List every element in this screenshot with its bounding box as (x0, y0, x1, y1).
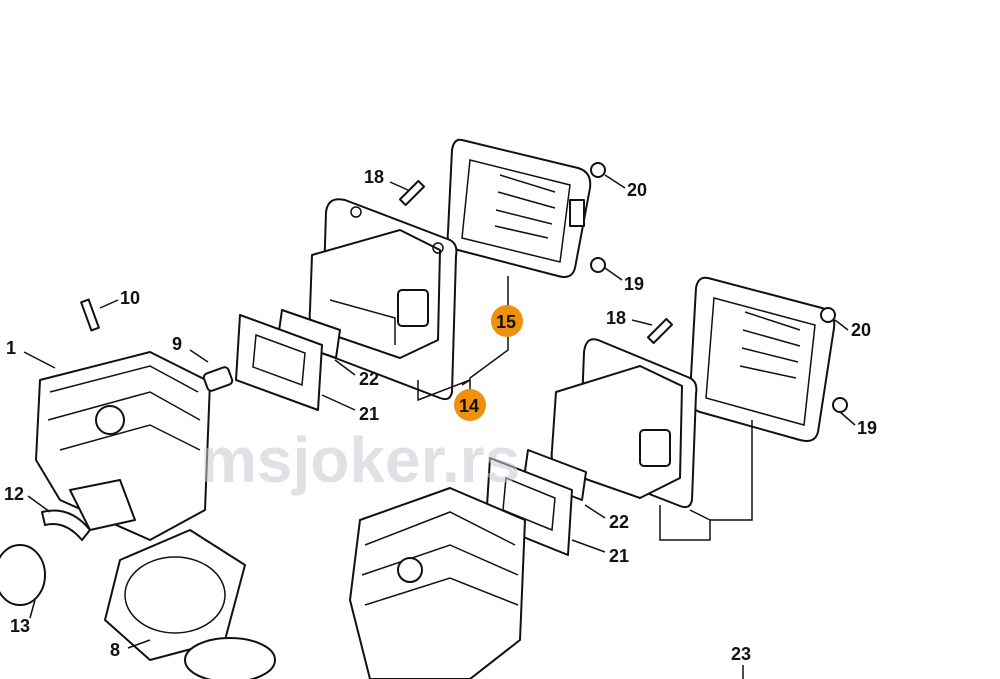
gasket-21-upper (235, 314, 323, 411)
screw-19-upper (590, 257, 606, 273)
screw-19-lower (832, 397, 848, 413)
screw-20-upper (590, 162, 606, 178)
clamp-12 (41, 509, 91, 541)
callout-15[interactable]: 15 (496, 312, 516, 332)
callout-22[interactable]: 22 (359, 369, 379, 389)
callout-21[interactable]: 21 (359, 404, 379, 424)
gasket-22-lower (523, 449, 587, 501)
callout-badge-14[interactable] (454, 389, 486, 421)
intake-flange-13 (0, 544, 46, 606)
piston-ring (184, 637, 276, 679)
callout-19[interactable]: 19 (624, 274, 644, 294)
cylinder-lower (349, 487, 526, 679)
leader-lines (23, 174, 856, 679)
screw-10 (80, 298, 100, 332)
callout-20[interactable]: 20 (627, 180, 647, 200)
callout-23[interactable]: 23 (731, 644, 751, 664)
callout-10[interactable]: 10 (120, 288, 140, 308)
watermark: msjoker.rs (200, 424, 520, 496)
callout-20[interactable]: 20 (851, 320, 871, 340)
muffler-body-upper (308, 198, 458, 401)
muffler-cover-lower (688, 276, 836, 442)
callout-9[interactable]: 9 (172, 334, 182, 354)
callout-21[interactable]: 21 (609, 546, 629, 566)
callout-12[interactable]: 12 (4, 484, 24, 504)
screw-18-upper (398, 179, 426, 207)
callout-18[interactable]: 18 (606, 308, 626, 328)
muffler-cover-upper (446, 138, 592, 278)
callout-18[interactable]: 18 (364, 167, 384, 187)
plug-9 (202, 366, 234, 392)
callout-1[interactable]: 1 (6, 338, 16, 358)
callout-8[interactable]: 8 (110, 640, 120, 660)
screw-18-lower (646, 317, 674, 345)
cylinder-left (35, 351, 211, 541)
callout-14[interactable]: 14 (459, 396, 479, 416)
callout-19[interactable]: 19 (857, 418, 877, 438)
gasket-21-lower (485, 457, 573, 556)
screw-20-lower (820, 307, 836, 323)
callout-22[interactable]: 22 (609, 512, 629, 532)
muffler-body-lower (550, 338, 698, 509)
callout-badge-15[interactable] (491, 305, 523, 337)
callout-13[interactable]: 13 (10, 616, 30, 636)
